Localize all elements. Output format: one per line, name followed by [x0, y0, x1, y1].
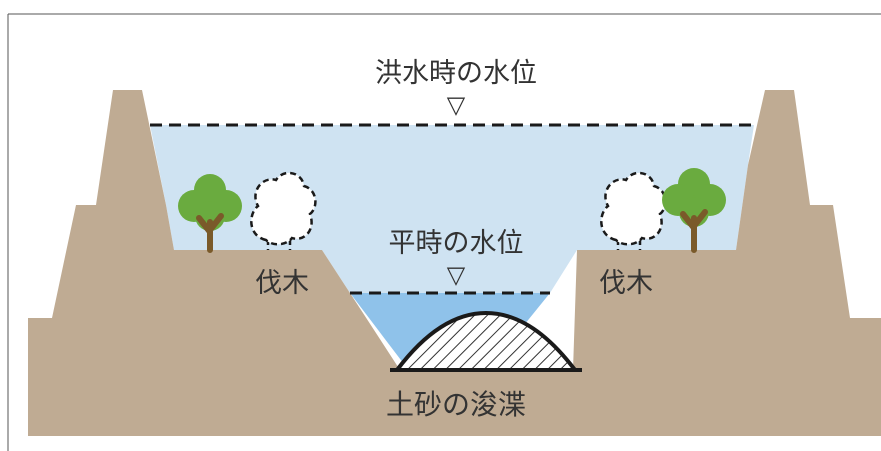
felling-label-right: 伐木	[599, 268, 653, 299]
normal-level-label: 平時の水位	[389, 228, 524, 259]
removed-tree-icon	[600, 171, 667, 250]
dredging-label: 土砂の浚渫	[386, 388, 526, 421]
tree-icon	[178, 174, 242, 253]
flood-water-area	[150, 125, 754, 293]
removed-tree-icon	[250, 171, 317, 250]
flood-level-marker: ▽	[447, 91, 466, 119]
normal-level-marker: ▽	[447, 261, 466, 289]
tree-icon	[662, 168, 726, 253]
sediment-mound-icon	[392, 310, 580, 372]
soil-embankment	[28, 90, 881, 436]
flood-level-label: 洪水時の水位	[375, 58, 537, 89]
felling-label-left: 伐木	[255, 268, 309, 299]
